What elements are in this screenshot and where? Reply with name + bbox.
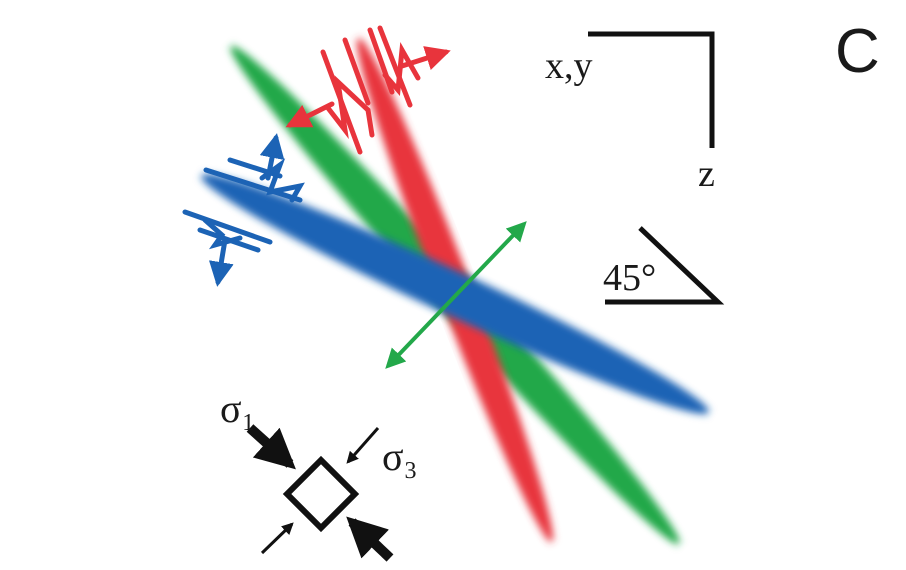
- angle-label: 45°: [603, 257, 656, 299]
- red-slip-indicator: [285, 25, 451, 155]
- stress-element: σ₁ σ₃: [220, 386, 418, 562]
- sigma3-label: σ₃: [382, 434, 418, 479]
- sigma3-arrow-top: [346, 427, 380, 464]
- sigma1-arrow-bottom: [346, 516, 394, 562]
- green-double-arrow: [385, 221, 527, 369]
- blue-slip-indicator: [182, 133, 305, 287]
- axis-label-xy: x,y: [545, 45, 593, 87]
- sigma3-arrow-bottom: [260, 522, 294, 555]
- stress-square: [282, 455, 360, 533]
- panel-label: C: [835, 17, 880, 86]
- angle-indicator: 45°: [603, 226, 725, 305]
- axes-indicator: x,y z: [545, 31, 715, 195]
- axis-label-z: z: [698, 153, 715, 195]
- sigma1-label: σ₁: [220, 386, 256, 431]
- sigma1-arrow-top: [246, 424, 296, 470]
